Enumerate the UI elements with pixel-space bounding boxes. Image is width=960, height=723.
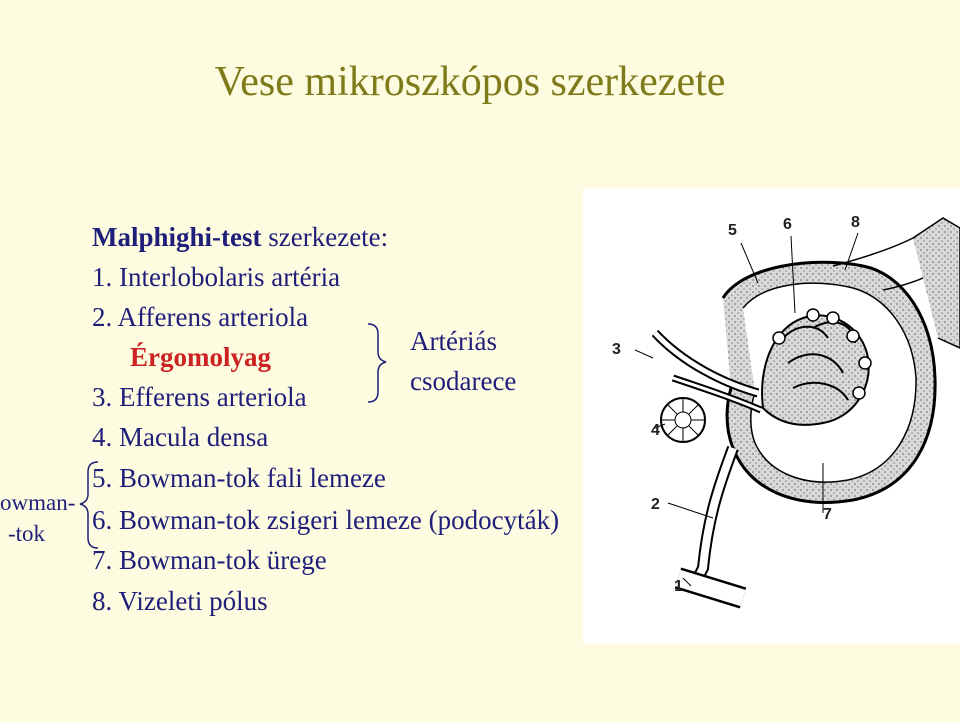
list-item-8: 8. Vizeleti pólus — [92, 586, 268, 616]
figure-label-4: 4 — [651, 422, 660, 439]
bracket-label-1: Artériás — [410, 326, 497, 356]
glomerulus-diagram: 1 2 3 4 5 6 7 8 — [583, 188, 960, 644]
list-heading: Malphighi-test szerkezete: — [92, 222, 388, 253]
figure-label-2: 2 — [651, 496, 660, 513]
slide-title: Vese mikroszkópos szerkezete — [214, 59, 726, 105]
heading-bold: Malphighi-test — [92, 222, 262, 252]
list-item-2: 2. Afferens arteriola — [92, 302, 309, 332]
heading-rest: szerkezete: — [261, 222, 389, 252]
list-item-1: 1. Interlobolaris artéria — [92, 262, 341, 292]
figure-label-5: 5 — [728, 222, 737, 239]
figure-label-6: 6 — [783, 216, 792, 233]
figure-label-1: 1 — [674, 578, 683, 595]
figure-label-8: 8 — [851, 214, 860, 231]
bracket-label-2: csodarece — [410, 366, 517, 396]
list-item-4: 4. Macula densa — [92, 422, 269, 452]
figure-label-3: 3 — [612, 341, 621, 358]
list-item-3: 3. Efferens arteriola — [92, 382, 307, 412]
list-item-6: 6. Bowman-tok zsigeri lemeze (podocyták) — [92, 505, 560, 535]
side-label-1: owman- — [0, 490, 76, 515]
list-item-7: 7. Bowman-tok ürege — [92, 545, 327, 575]
side-label-2: -tok — [8, 521, 46, 546]
figure-label-7: 7 — [823, 506, 832, 523]
list-item-5: 5. Bowman-tok fali lemeze — [92, 463, 386, 493]
list-item-glomerulus: Érgomolyag — [130, 342, 271, 372]
diagram-drawing — [634, 217, 960, 609]
